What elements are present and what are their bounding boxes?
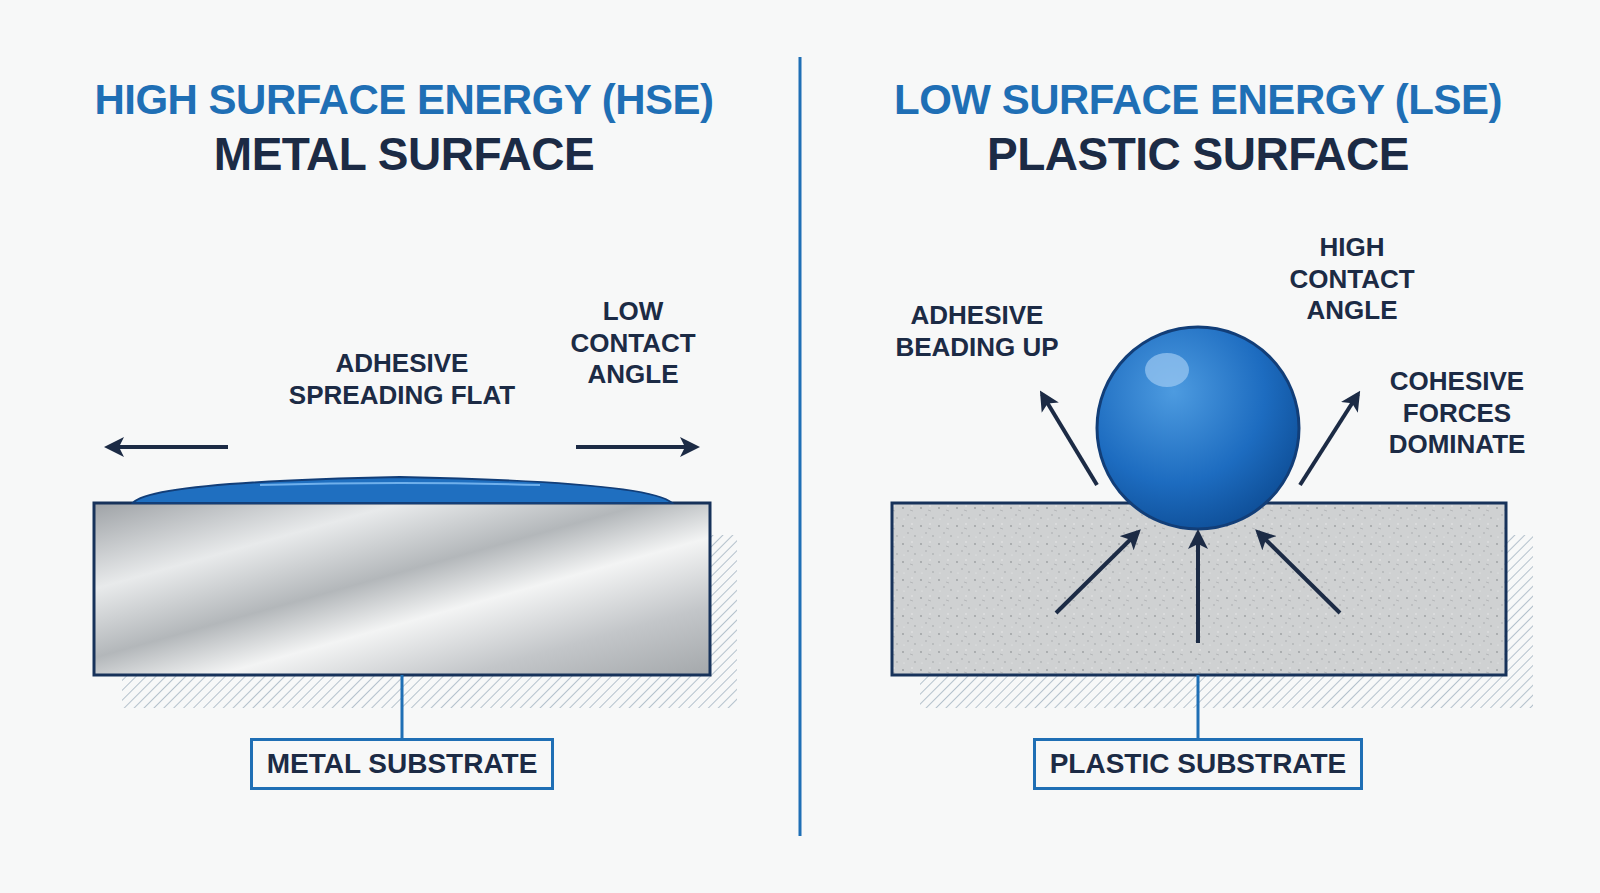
callout-label: ADHESIVE BEADING UP bbox=[882, 300, 1072, 363]
force-arrow bbox=[1056, 532, 1138, 613]
film-highlight bbox=[260, 483, 540, 485]
bead-highlight bbox=[1145, 353, 1189, 387]
callout-label: LOW CONTACT ANGLE bbox=[563, 296, 703, 391]
spread-arrow bbox=[576, 445, 696, 449]
force-arrow bbox=[1258, 532, 1340, 613]
substrate-label-box: METAL SUBSTRATE bbox=[250, 738, 555, 790]
leader-line bbox=[1197, 675, 1200, 738]
box-label: METAL SUBSTRATE bbox=[267, 748, 538, 779]
panel-subtitle: METAL SURFACE bbox=[214, 126, 594, 182]
adhesive-bead bbox=[1097, 327, 1299, 529]
adhesive-film bbox=[133, 477, 672, 503]
metal-substrate bbox=[94, 503, 710, 675]
callout-label: HIGH CONTACT ANGLE bbox=[1282, 232, 1422, 327]
box-label: PLASTIC SUBSTRATE bbox=[1050, 748, 1347, 779]
bead-arrow bbox=[1300, 394, 1358, 485]
spread-arrow bbox=[108, 445, 228, 449]
bead-arrow bbox=[1042, 394, 1097, 485]
callout-label: ADHESIVE SPREADING FLAT bbox=[267, 348, 537, 411]
callout-label: COHESIVE FORCES DOMINATE bbox=[1377, 366, 1537, 461]
panel-subtitle: PLASTIC SURFACE bbox=[987, 126, 1409, 182]
leader-line bbox=[401, 675, 404, 738]
divider bbox=[799, 57, 802, 836]
force-arrow bbox=[1196, 533, 1200, 643]
panel-title: LOW SURFACE ENERGY (LSE) bbox=[894, 74, 1502, 125]
panel-title: HIGH SURFACE ENERGY (HSE) bbox=[94, 74, 713, 125]
substrate-label-box: PLASTIC SUBSTRATE bbox=[1033, 738, 1364, 790]
